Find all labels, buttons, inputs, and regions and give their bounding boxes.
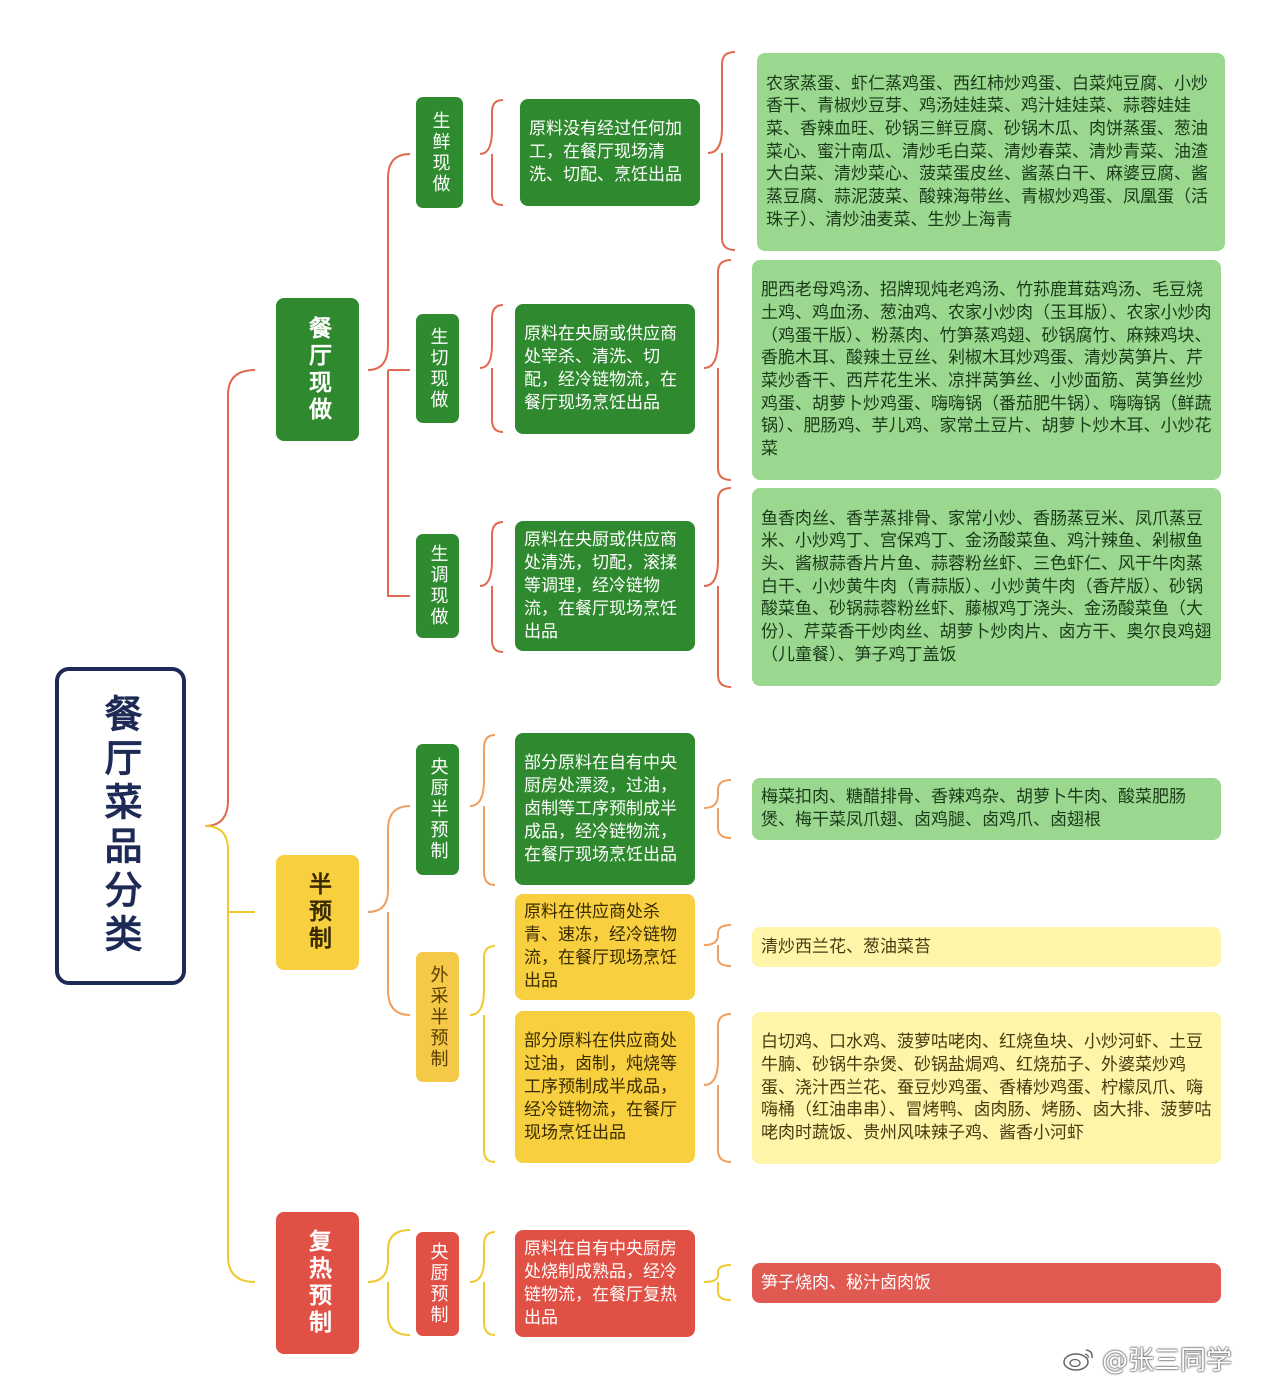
root-title: 餐厅菜品分类 xyxy=(98,694,142,958)
desc-central-prepared: 原料在自有中央厨房处烧制成熟品，经冷链物流，在餐厅复热出品 xyxy=(515,1230,695,1337)
dishes-raw-cut-made: 肥西老母鸡汤、招牌现炖老鸡汤、竹荪鹿茸菇鸡汤、毛豆烧土鸡、鸡血汤、葱油鸡、农家小… xyxy=(752,260,1221,480)
weibo-icon xyxy=(1063,1348,1093,1371)
sub-raw-seasoned-made: 生调现做 xyxy=(416,534,459,638)
sub-raw-cut-made: 生切现做 xyxy=(416,314,459,423)
category-label: 半预制 xyxy=(304,872,331,953)
root-node: 餐厅菜品分类 xyxy=(55,667,186,985)
category-label: 复热预制 xyxy=(304,1229,331,1337)
category-reheat-prepared: 复热预制 xyxy=(276,1212,359,1354)
dishes-outsourced-frozen: 清炒西兰花、葱油菜苔 xyxy=(752,927,1221,967)
sub-label: 生调现做 xyxy=(427,544,449,628)
watermark: @张三同学 xyxy=(1062,1340,1232,1377)
sub-central-prepared: 央厨预制 xyxy=(416,1232,459,1336)
dishes-central-semi: 梅菜扣肉、糖醋排骨、香辣鸡杂、胡萝卜牛肉、酸菜肥肠煲、梅干菜凤爪翅、卤鸡腿、卤鸡… xyxy=(752,778,1221,840)
sub-outsourced-semi: 外采半预制 xyxy=(416,952,459,1082)
cat-bracket xyxy=(367,805,411,1016)
dishes-central-prepared: 笋子烧肉、秘汁卤肉饭 xyxy=(752,1263,1221,1303)
desc-central-semi: 部分原料在自有中央厨房处漂烫，过油，卤制等工序预制成半成品，经冷链物流，在餐厅现… xyxy=(515,733,695,885)
dishes-raw-seasoned-made: 鱼香肉丝、香芋蒸排骨、家常小炒、香肠蒸豆米、凤爪蒸豆米、小炒鸡丁、宫保鸡丁、金汤… xyxy=(752,488,1221,686)
sub-label: 央厨预制 xyxy=(427,1242,449,1326)
sub-label: 生鲜现做 xyxy=(429,110,451,195)
desc-outsourced-frozen: 原料在供应商处杀青、速冻，经冷链物流，在餐厅现场烹饪出品 xyxy=(515,894,695,1000)
dishes-fresh-made: 农家蒸蛋、虾仁蒸鸡蛋、西红柿炒鸡蛋、白菜炖豆腐、小炒香干、青椒炒豆芽、鸡汤娃娃菜… xyxy=(757,53,1225,251)
sub-label: 外采半预制 xyxy=(427,964,449,1070)
category-label: 餐厅现做 xyxy=(304,315,331,424)
desc-outsourced-fried: 部分原料在供应商处过油，卤制，炖烧等工序预制成半成品，经冷链物流，在餐厅现场烹饪… xyxy=(515,1011,695,1163)
sub-label: 生切现做 xyxy=(427,326,449,411)
root-bracket xyxy=(204,369,256,827)
dishes-outsourced-fried: 白切鸡、口水鸡、菠萝咕咾肉、红烧鱼块、小炒河虾、土豆牛腩、砂锅牛杂煲、砂锅盐焗鸡… xyxy=(752,1012,1221,1164)
cat-bracket xyxy=(367,153,411,598)
category-restaurant-made: 餐厅现做 xyxy=(276,298,359,441)
cat-bracket xyxy=(367,1229,411,1336)
watermark-text: @张三同学 xyxy=(1102,1346,1233,1376)
desc-raw-cut-made: 原料在央厨或供应商处宰杀、清洗、切配，经冷链物流，在餐厅现场烹饪出品 xyxy=(515,304,695,434)
sub-central-semi: 央厨半预制 xyxy=(416,744,459,875)
desc-raw-seasoned-made: 原料在央厨或供应商处清洗，切配，滚揉等调理，经冷链物流，在餐厅现场烹饪出品 xyxy=(515,521,695,651)
desc-fresh-made: 原料没有经过任何加工，在餐厅现场清洗、切配、烹饪出品 xyxy=(520,99,700,206)
sub-label: 央厨半预制 xyxy=(427,757,449,862)
category-semi-prepared: 半预制 xyxy=(276,855,359,970)
root-bracket xyxy=(204,825,256,1283)
sub-fresh-made: 生鲜现做 xyxy=(416,97,463,208)
